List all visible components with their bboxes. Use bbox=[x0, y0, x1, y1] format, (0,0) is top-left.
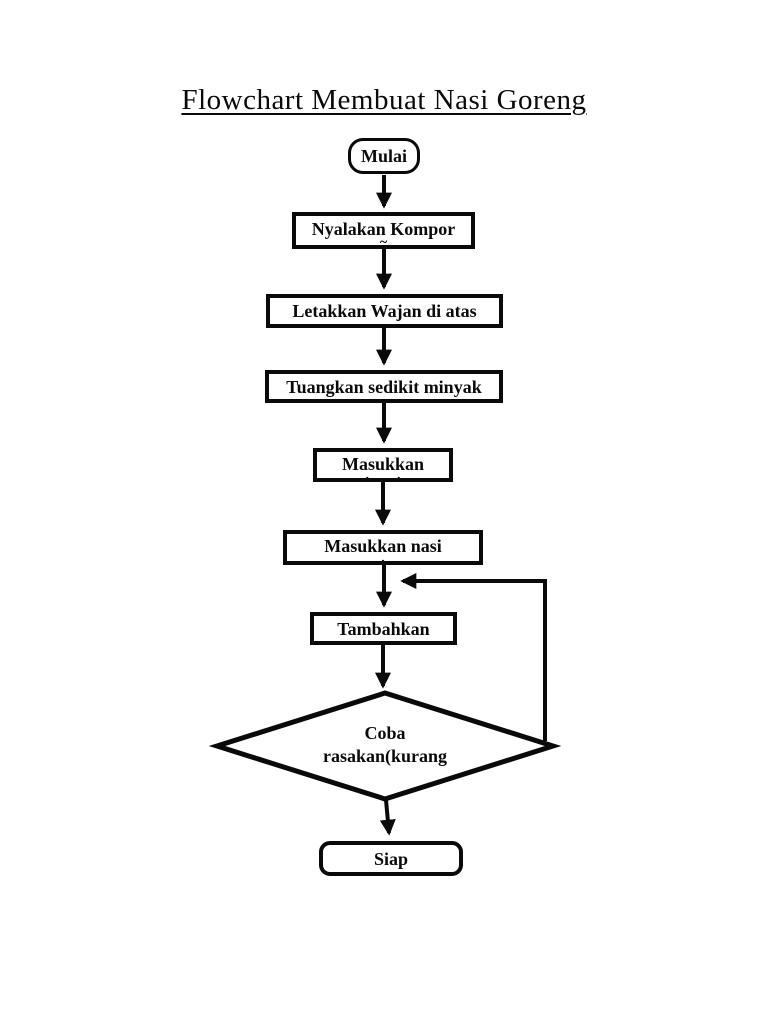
node-label-end: Siap bbox=[373, 848, 409, 869]
flow-node-letakkan-wajan: Letakkan Wajan di atas bbox=[266, 294, 503, 328]
flow-node-tuangkan-minyak: Tuangkan sedikit minyak bbox=[265, 370, 503, 403]
flow-node-nyalakan-kompor: Nyalakan Kompor ~ bbox=[292, 212, 475, 249]
node-label-start: Mulai bbox=[360, 146, 407, 166]
node-label-tambahkan: Tambahkan bbox=[337, 618, 430, 639]
flow-node-masukkan-nasi: Masukkan nasi . bbox=[283, 530, 483, 565]
flow-node-start: Mulai bbox=[348, 138, 420, 174]
node-label-decision: Coba rasakan(kurang bbox=[322, 723, 448, 766]
flow-node-masukkan: Masukkan . . bbox=[313, 448, 453, 482]
clipped-text-fragment: ~ bbox=[379, 235, 388, 249]
node-label-letakkan: Letakkan Wajan di atas bbox=[292, 301, 477, 321]
arrow-loop-back bbox=[400, 573, 547, 741]
node-label-masukkan: Masukkan bbox=[341, 453, 425, 474]
node-label-tuangkan: Tuangkan sedikit minyak bbox=[286, 376, 482, 397]
node-label-nyalakan: Nyalakan Kompor bbox=[311, 219, 456, 239]
node-label-masukkan-nasi: Masukkan nasi bbox=[324, 536, 442, 556]
flow-node-end: Siap bbox=[319, 841, 463, 876]
arrow-decision-to-end bbox=[379, 799, 396, 836]
decision-diamond-shape bbox=[208, 690, 562, 802]
clipped-text-fragment: . bbox=[381, 551, 385, 565]
flow-node-tambahkan: Tambahkan bbox=[310, 612, 457, 645]
page-title: Flowchart Membuat Nasi Goreng bbox=[181, 84, 587, 116]
